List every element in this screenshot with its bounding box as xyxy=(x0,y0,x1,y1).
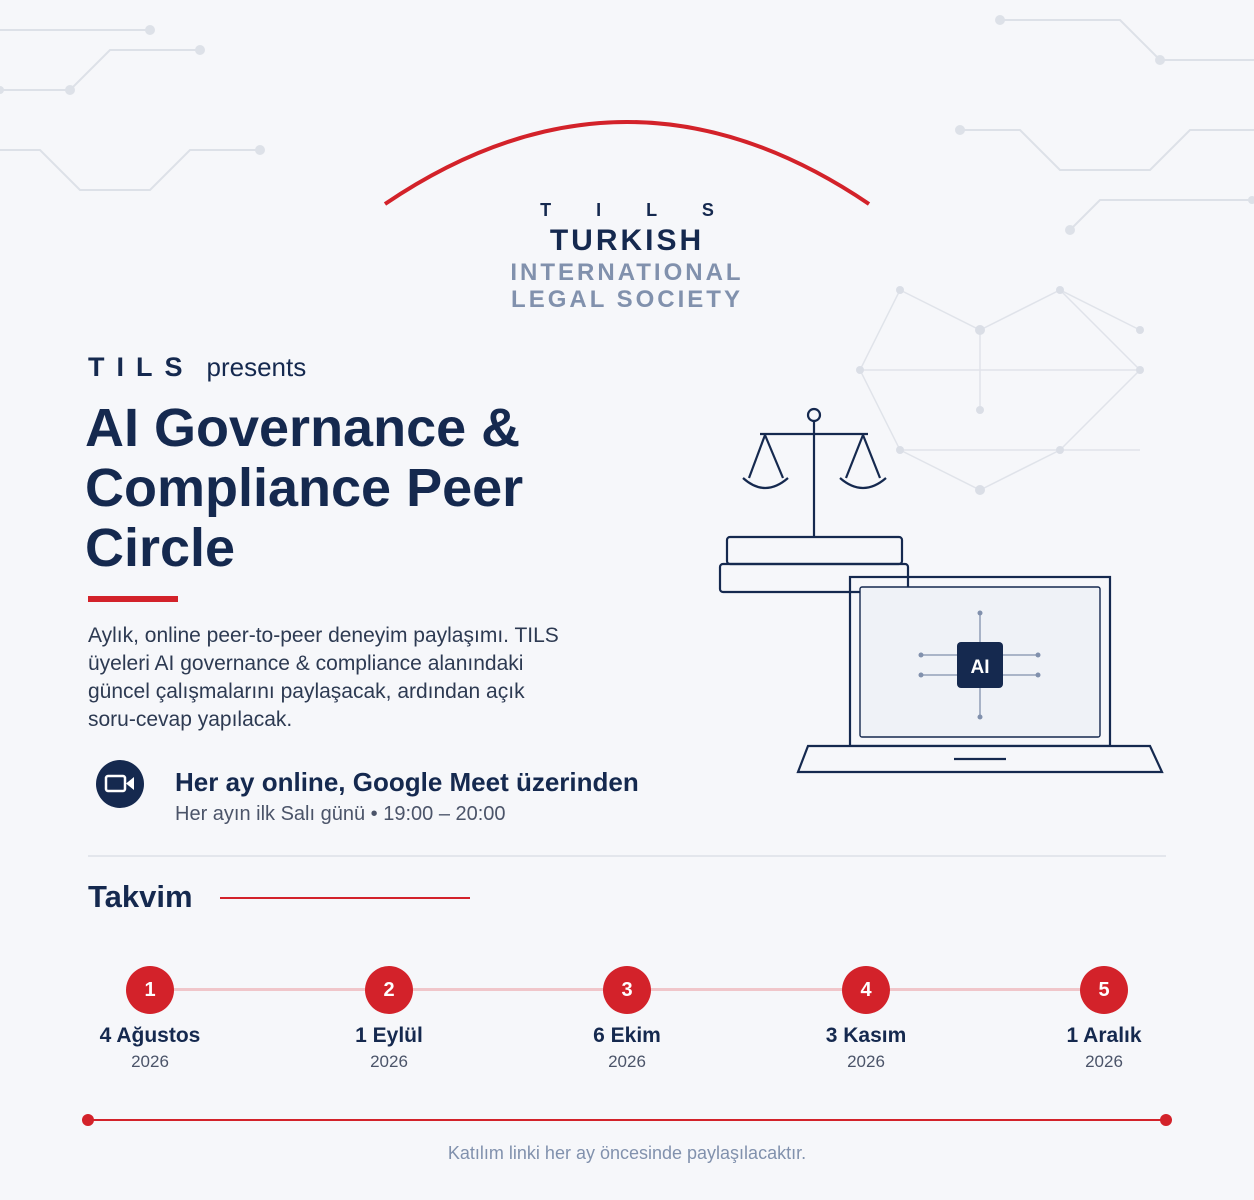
calendar-heading-line xyxy=(220,897,470,899)
scales-laptop-illustration: AI xyxy=(718,407,1164,774)
event-description: Aylık, online peer-to-peer deneyim payla… xyxy=(88,624,559,731)
logo-line-3: LEGAL SOCIETY xyxy=(511,286,743,313)
ai-chip-label: AI xyxy=(971,657,990,678)
calendar-item-number: 3 xyxy=(603,966,651,1014)
calendar-item-number: 4 xyxy=(842,966,890,1014)
title-underline xyxy=(88,596,178,602)
calendar-item-date: 3 Kasım xyxy=(825,1024,907,1047)
calendar-item: 5 1 Aralık 2026 xyxy=(1004,966,1204,1072)
calendar-item-year: 2026 xyxy=(131,1052,169,1071)
ai-chip-icon xyxy=(957,642,1003,688)
calendar-item-year: 2026 xyxy=(1085,1052,1123,1071)
calendar-item-date: 6 Ekim xyxy=(593,1024,661,1047)
meeting-title: Her ay online, Google Meet üzerinden xyxy=(175,767,639,797)
calendar-item: 3 6 Ekim 2026 xyxy=(527,966,727,1072)
section-divider xyxy=(88,855,1166,857)
calendar-item-number: 1 xyxy=(126,966,174,1014)
presents-tils: TILS xyxy=(88,352,195,382)
footer-rule-dot-left xyxy=(82,1114,94,1126)
video-camera-icon xyxy=(96,760,144,808)
calendar-item-year: 2026 xyxy=(847,1052,885,1071)
presents-word: presents xyxy=(206,352,307,382)
calendar-heading: Takvim xyxy=(88,879,193,914)
logo-line-2: INTERNATIONAL xyxy=(510,259,744,286)
logo-arc xyxy=(383,120,871,206)
calendar-item-number: 5 xyxy=(1080,966,1128,1014)
logo-name: TURKISH xyxy=(549,224,705,257)
calendar-item-date: 1 Aralık xyxy=(1066,1024,1142,1047)
logo-acronym: T I L S xyxy=(540,200,734,220)
meeting-schedule: Her ayın ilk Salı günü • 19:00 – 20:00 xyxy=(175,803,506,825)
event-title: AI Governance & Compliance Peer Circle xyxy=(85,398,524,578)
footer-rule-dot-right xyxy=(1160,1114,1172,1126)
calendar-item-date: 4 Ağustos xyxy=(99,1024,201,1047)
calendar-item-number: 2 xyxy=(365,966,413,1014)
footer-rule xyxy=(88,1119,1166,1121)
calendar-item: 2 1 Eylül 2026 xyxy=(289,966,489,1072)
calendar-item: 4 3 Kasım 2026 xyxy=(766,966,966,1072)
footer-note: Katılım linki her ay öncesinde paylaşıla… xyxy=(447,1143,807,1163)
calendar-item: 1 4 Ağustos 2026 xyxy=(50,966,250,1072)
calendar-item-year: 2026 xyxy=(608,1052,646,1071)
calendar-item-year: 2026 xyxy=(370,1052,408,1071)
calendar-item-date: 1 Eylül xyxy=(355,1024,423,1047)
presents-line: TILS presents xyxy=(88,352,306,383)
